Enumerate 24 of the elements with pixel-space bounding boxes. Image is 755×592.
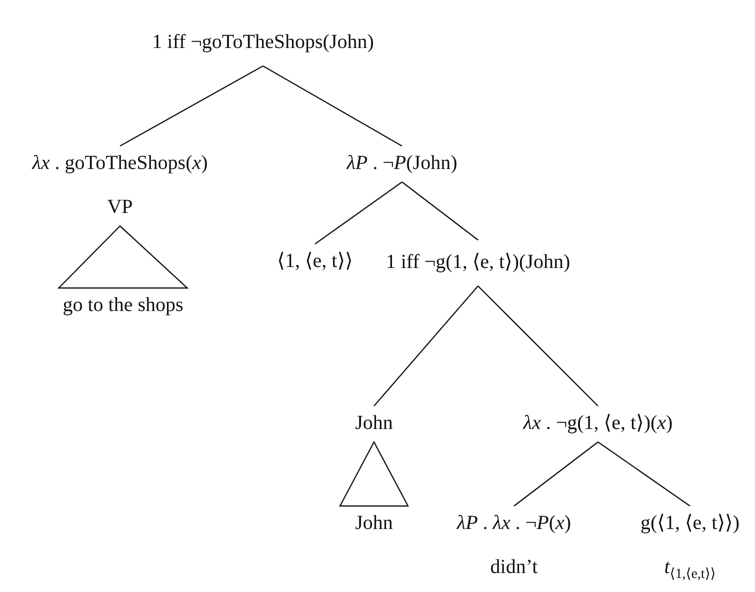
formula-label: 1 iff ¬goToTheShops(John)	[151, 30, 375, 55]
branch-line	[478, 286, 598, 406]
trace-label: t$_{⟨1,⟨e,t⟩⟩}$	[663, 555, 717, 584]
triangle-branch	[339, 440, 409, 507]
category-label: VP	[106, 195, 134, 220]
branch-line	[314, 182, 402, 244]
formula-label: λx . ¬g(1, ⟨e, t⟩)(x)	[523, 411, 673, 436]
formula-label: λP . ¬P(John)	[346, 151, 458, 176]
word-label: John	[355, 411, 393, 436]
phrase-label: go to the shops	[62, 293, 184, 318]
branch-line	[374, 286, 478, 406]
formula-label: λx . goToTheShops(x)	[32, 151, 208, 176]
branch-line	[120, 65, 264, 147]
branch-line	[514, 442, 598, 506]
formula-label: λP . λx . ¬P(x)	[456, 511, 572, 536]
word-label: didn’t	[489, 555, 539, 580]
branch-line	[598, 442, 690, 506]
branch-line	[262, 65, 402, 147]
formula-label: g(⟨1, ⟨e, t⟩⟩)	[640, 511, 740, 536]
type-label: ⟨1, ⟨e, t⟩⟩	[277, 249, 353, 274]
triangle-branch	[57, 225, 189, 289]
branch-line	[402, 182, 478, 240]
word-label: John	[355, 511, 393, 536]
formula-label: 1 iff ¬g(1, ⟨e, t⟩)(John)	[384, 250, 572, 275]
